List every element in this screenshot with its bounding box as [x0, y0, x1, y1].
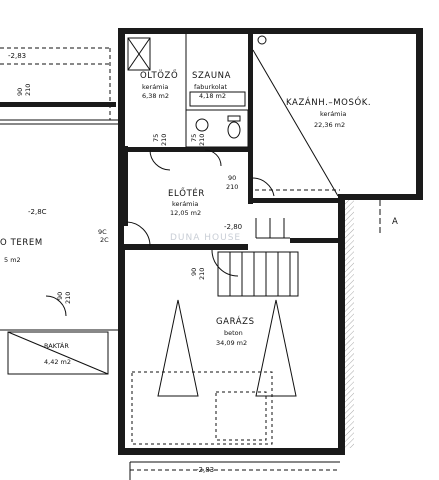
door4-width: 90	[228, 174, 236, 182]
section-marker: A	[392, 217, 398, 227]
kazanh-name: KAZÁNH.–MOSÓK.	[286, 96, 371, 108]
szauna-area: 4,18 m2	[199, 92, 226, 100]
kazanh-material: kerámia	[320, 110, 346, 118]
level-eloter-right: -2,80	[224, 223, 242, 231]
room-lines	[0, 34, 381, 480]
door7-height: 210	[64, 292, 72, 304]
door7-width: 90	[56, 292, 64, 300]
door-dimensions: 90 210 75 210 75 210 90 210 9C 2C 90 210…	[16, 84, 238, 304]
door6-width: 90	[190, 268, 198, 276]
watermark: DUNA HOUSE	[170, 233, 241, 243]
door1-height: 210	[24, 84, 32, 96]
oltozo-material: kerámia	[142, 83, 168, 91]
door1-width: 90	[16, 88, 24, 96]
garazs-name: GARÁZS	[216, 315, 255, 327]
door4-height: 210	[226, 183, 238, 191]
raktar-name: RAKTÁR	[44, 341, 69, 350]
raktar-area: 4,42 m2	[44, 358, 71, 366]
garazs-area: 34,09 m2	[216, 339, 247, 347]
door2-width: 75	[152, 134, 160, 142]
door5-width: 9C	[98, 228, 107, 236]
wall-hatch	[345, 200, 354, 448]
eloter-area: 12,05 m2	[170, 209, 201, 217]
terem-area: 5 m2	[4, 256, 21, 264]
oltozo-area: 6,38 m2	[142, 92, 169, 100]
oltozo-name: ÖLTÖZŐ	[140, 70, 178, 81]
level-bottom: -2,83	[196, 466, 214, 474]
door6-height: 210	[198, 268, 206, 280]
beam	[0, 102, 116, 107]
door3-width: 75	[190, 134, 198, 142]
door2-height: 210	[160, 134, 168, 146]
walls	[118, 28, 423, 455]
eloter-name: ELŐTÉR	[168, 187, 205, 199]
eloter-material: kerámia	[172, 200, 198, 208]
garazs-material: beton	[224, 329, 243, 337]
terem-name: O TEREM	[0, 238, 43, 248]
door5-height: 2C	[100, 236, 109, 244]
level-top-left: -2,83	[8, 52, 26, 60]
kazanh-area: 22,36 m2	[314, 121, 345, 129]
room-labels: ÖLTÖZŐ kerámia 6,38 m2 SZAUNA faburkolat…	[0, 70, 371, 366]
szauna-material: faburkolat	[194, 83, 227, 91]
door3-height: 210	[198, 134, 206, 146]
level-left-room: -2,8C	[28, 208, 47, 216]
szauna-name: SZAUNA	[192, 71, 231, 81]
level-marks: -2,83 -2,8C -2,80 -2,83	[8, 52, 242, 474]
